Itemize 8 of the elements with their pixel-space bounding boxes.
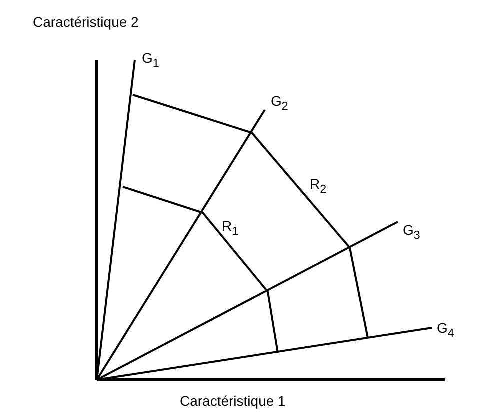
line-label: G$_{1}$ bbox=[142, 50, 160, 72]
region-label: R$_{2}$ bbox=[310, 176, 327, 198]
region-label: R$_{1}$ bbox=[222, 218, 239, 240]
line-label: G$_{4}$ bbox=[437, 320, 454, 342]
axis-label: Caractéristique 1 bbox=[180, 393, 286, 409]
line-label: G$_{2}$ bbox=[271, 93, 288, 115]
line-label: G$_{3}$ bbox=[403, 222, 420, 244]
axis-label: Caractéristique 2 bbox=[33, 14, 139, 30]
